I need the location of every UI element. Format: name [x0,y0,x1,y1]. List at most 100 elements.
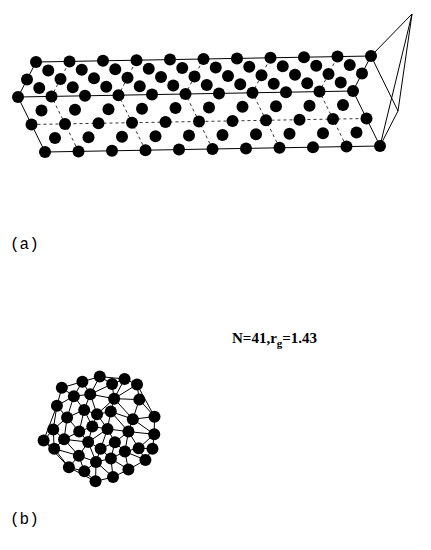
atom [105,406,117,418]
atom [95,443,107,455]
atom [341,141,353,153]
atom [217,129,229,141]
atom [260,114,272,126]
atom [183,130,195,142]
atom [61,412,73,424]
atom [83,131,95,143]
atom [131,378,143,390]
atom [116,131,128,143]
atom [203,101,215,113]
atom [126,117,138,129]
atom [105,453,117,465]
atom [304,100,316,112]
atom [307,141,319,153]
atom [310,60,322,72]
atom [277,60,289,72]
slab-edge [371,56,398,111]
atom [347,85,359,97]
atom [332,51,344,63]
atom [327,113,339,125]
atom [73,425,85,437]
atom [256,69,268,81]
cluster-info-text: =1.43 [282,330,317,346]
atom [323,68,335,80]
atom [265,52,277,64]
atom [189,71,201,83]
atom [136,103,148,115]
atom [30,56,42,68]
atom [294,114,306,126]
atom [76,376,88,388]
atom [102,423,114,435]
atom [234,78,246,90]
atom [170,102,182,114]
subscript: g [277,337,283,349]
atom [21,74,33,86]
atom [207,143,219,155]
atom [86,421,98,433]
atom [107,471,119,483]
cluster-info-text: N=41,r [232,330,277,346]
panel-label: (b) [10,511,39,529]
atom [33,82,45,94]
atom [122,72,134,84]
atom [88,72,100,84]
atom [337,99,349,111]
atom [198,53,210,65]
atom [122,426,134,438]
cluster-info: N=41,rg=1.43 [232,330,317,349]
atom [38,434,50,446]
atom [76,64,88,76]
atom [139,454,151,466]
atom [193,116,205,128]
atom [164,54,176,66]
atom [73,450,85,462]
atom [106,378,118,390]
atom [48,443,60,455]
atom [63,461,75,473]
atom [78,465,90,477]
atom [94,371,106,383]
atom [93,117,105,129]
atom [344,59,356,71]
slab-edge [380,14,412,146]
atom [268,78,280,90]
atom [68,390,80,402]
atom [149,411,161,423]
crystal-slab [12,14,412,158]
atom [284,128,296,140]
atom [351,127,363,139]
atom [335,77,347,89]
atom [176,62,188,74]
atom [42,64,54,76]
atom [127,413,139,425]
atom [26,119,38,131]
atom [146,443,158,455]
atom [222,70,234,82]
atom [155,71,167,83]
atom [109,436,121,448]
atom [231,52,243,64]
atom [59,118,71,130]
atom [237,101,249,113]
atom [64,55,76,67]
atom [90,475,102,487]
atom [210,61,222,73]
atom [247,87,259,99]
atom [100,81,112,93]
atom [131,54,143,66]
atom [106,145,118,157]
atom [133,394,145,406]
atom [180,88,192,100]
atom [55,73,67,85]
atom [90,456,102,468]
atom [119,446,131,458]
amorphous-cluster [38,371,161,488]
atom [365,50,377,62]
atom [213,87,225,99]
atom [356,68,368,80]
atom [119,373,131,385]
atom [374,140,386,152]
atom [84,388,96,400]
